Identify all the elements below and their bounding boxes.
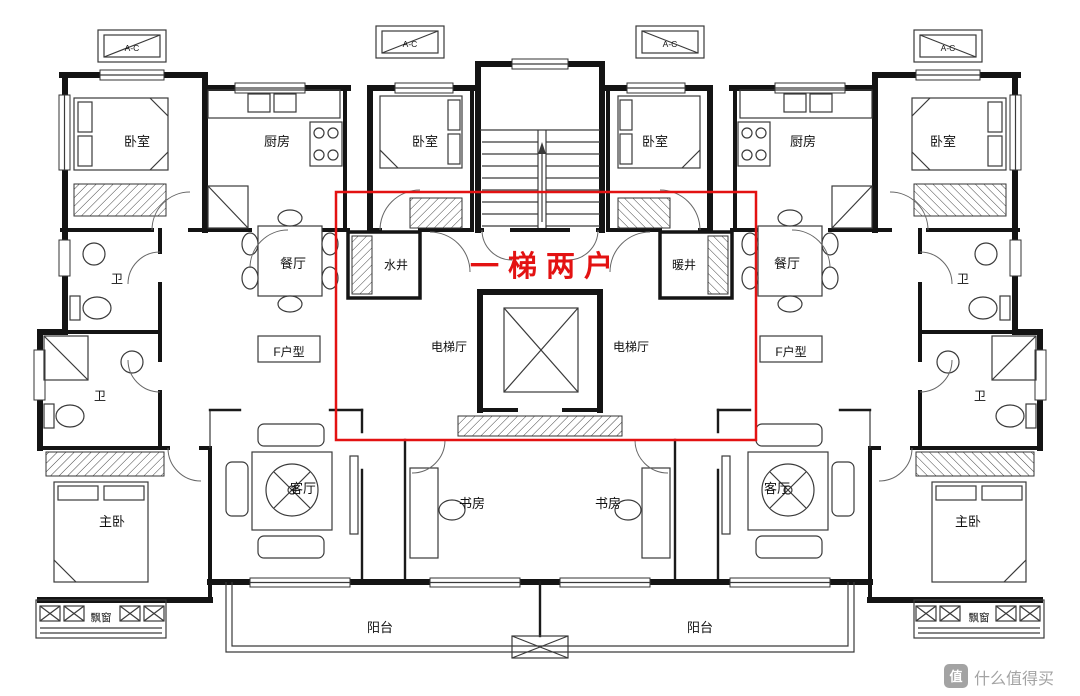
room-label-baywindow-right: 飘窗 <box>969 611 990 624</box>
room-label-living-left: 客厅 <box>290 481 316 496</box>
room-label-dining-left: 餐厅 <box>280 256 306 271</box>
room-label-dining-right: 餐厅 <box>774 256 800 271</box>
room-label-bedroom-right-outer: 卧室 <box>930 134 956 149</box>
stove <box>309 121 343 167</box>
right-unit-structure <box>540 26 1046 652</box>
study-furniture <box>409 467 466 559</box>
highlight-box <box>334 190 758 442</box>
core-structure <box>457 58 623 659</box>
dining-table <box>241 209 339 313</box>
room-label-elevator-hall-left: 电梯厅 <box>431 340 467 354</box>
unit-type-box <box>257 335 321 363</box>
fridge <box>207 185 249 229</box>
room-label-kitchen-left: 厨房 <box>264 134 290 149</box>
wardrobe <box>73 183 167 217</box>
label-heating-shaft: 暖井 <box>672 258 696 272</box>
watermark-logo-icon <box>944 664 968 688</box>
ac-label: A-C <box>663 39 678 49</box>
room-label-elevator-hall-right: 电梯厅 <box>613 340 649 354</box>
room-label-master-left: 主卧 <box>99 514 125 529</box>
room-label-bedroom-left-outer: 卧室 <box>124 134 150 149</box>
room-label-bath-upper-right: 卫 <box>957 272 969 286</box>
bathroom-fixtures <box>43 335 144 429</box>
wardrobe <box>409 197 463 229</box>
room-label-balcony-left: 阳台 <box>367 620 393 635</box>
room-label-bedroom-left-inner: 卧室 <box>412 134 438 149</box>
room-label-bath-lower-left: 卫 <box>94 389 106 403</box>
unit-type-label-left: F户型 <box>273 344 304 359</box>
ac-unit-box <box>97 29 167 63</box>
room-label-master-right: 主卧 <box>955 514 981 529</box>
room-label-baywindow-left: 飘窗 <box>91 611 112 624</box>
room-label-bath-upper-left: 卫 <box>111 272 123 286</box>
watermark: 值 什么值得买 <box>944 664 1054 688</box>
room-label-kitchen-right: 厨房 <box>790 134 816 149</box>
room-label-balcony-right: 阳台 <box>687 620 713 635</box>
room-label-study-right: 书房 <box>595 496 621 511</box>
bed <box>73 97 169 171</box>
shaft-box <box>346 230 422 300</box>
bay-window-structure <box>35 599 167 639</box>
unit-type-label-right: F户型 <box>775 344 806 359</box>
staircase <box>475 58 605 261</box>
watermark-icon-glyph: 值 <box>949 669 962 684</box>
ac-label: A-C <box>403 39 418 49</box>
door-arcs <box>127 189 471 482</box>
elevator <box>457 289 623 441</box>
ac-label: A-C <box>941 43 956 53</box>
room-label-study-left: 书房 <box>459 496 485 511</box>
room-label-bath-lower-right: 卫 <box>974 389 986 403</box>
labels: A-C A-C A-C A-C 卧室 厨房 卧室 餐厅 卫 卫 F户型 电梯厅 … <box>91 39 990 635</box>
balcony-divider <box>511 580 569 659</box>
ac-label: A-C <box>125 43 140 53</box>
left-unit-structure <box>33 25 543 653</box>
master-bed <box>45 451 165 583</box>
highlight-label: 一梯两户 <box>470 249 622 283</box>
room-label-living-right: 客厅 <box>764 481 790 496</box>
bathroom-fixtures <box>69 242 112 321</box>
living-room-furniture <box>225 423 359 559</box>
watermark-text: 什么值得买 <box>974 670 1054 688</box>
room-label-bedroom-right-inner: 卧室 <box>642 134 668 149</box>
label-water-shaft: 水井 <box>384 258 408 272</box>
ac-unit-box <box>375 25 445 59</box>
kitchen-counter <box>207 89 341 119</box>
bed <box>379 95 463 169</box>
